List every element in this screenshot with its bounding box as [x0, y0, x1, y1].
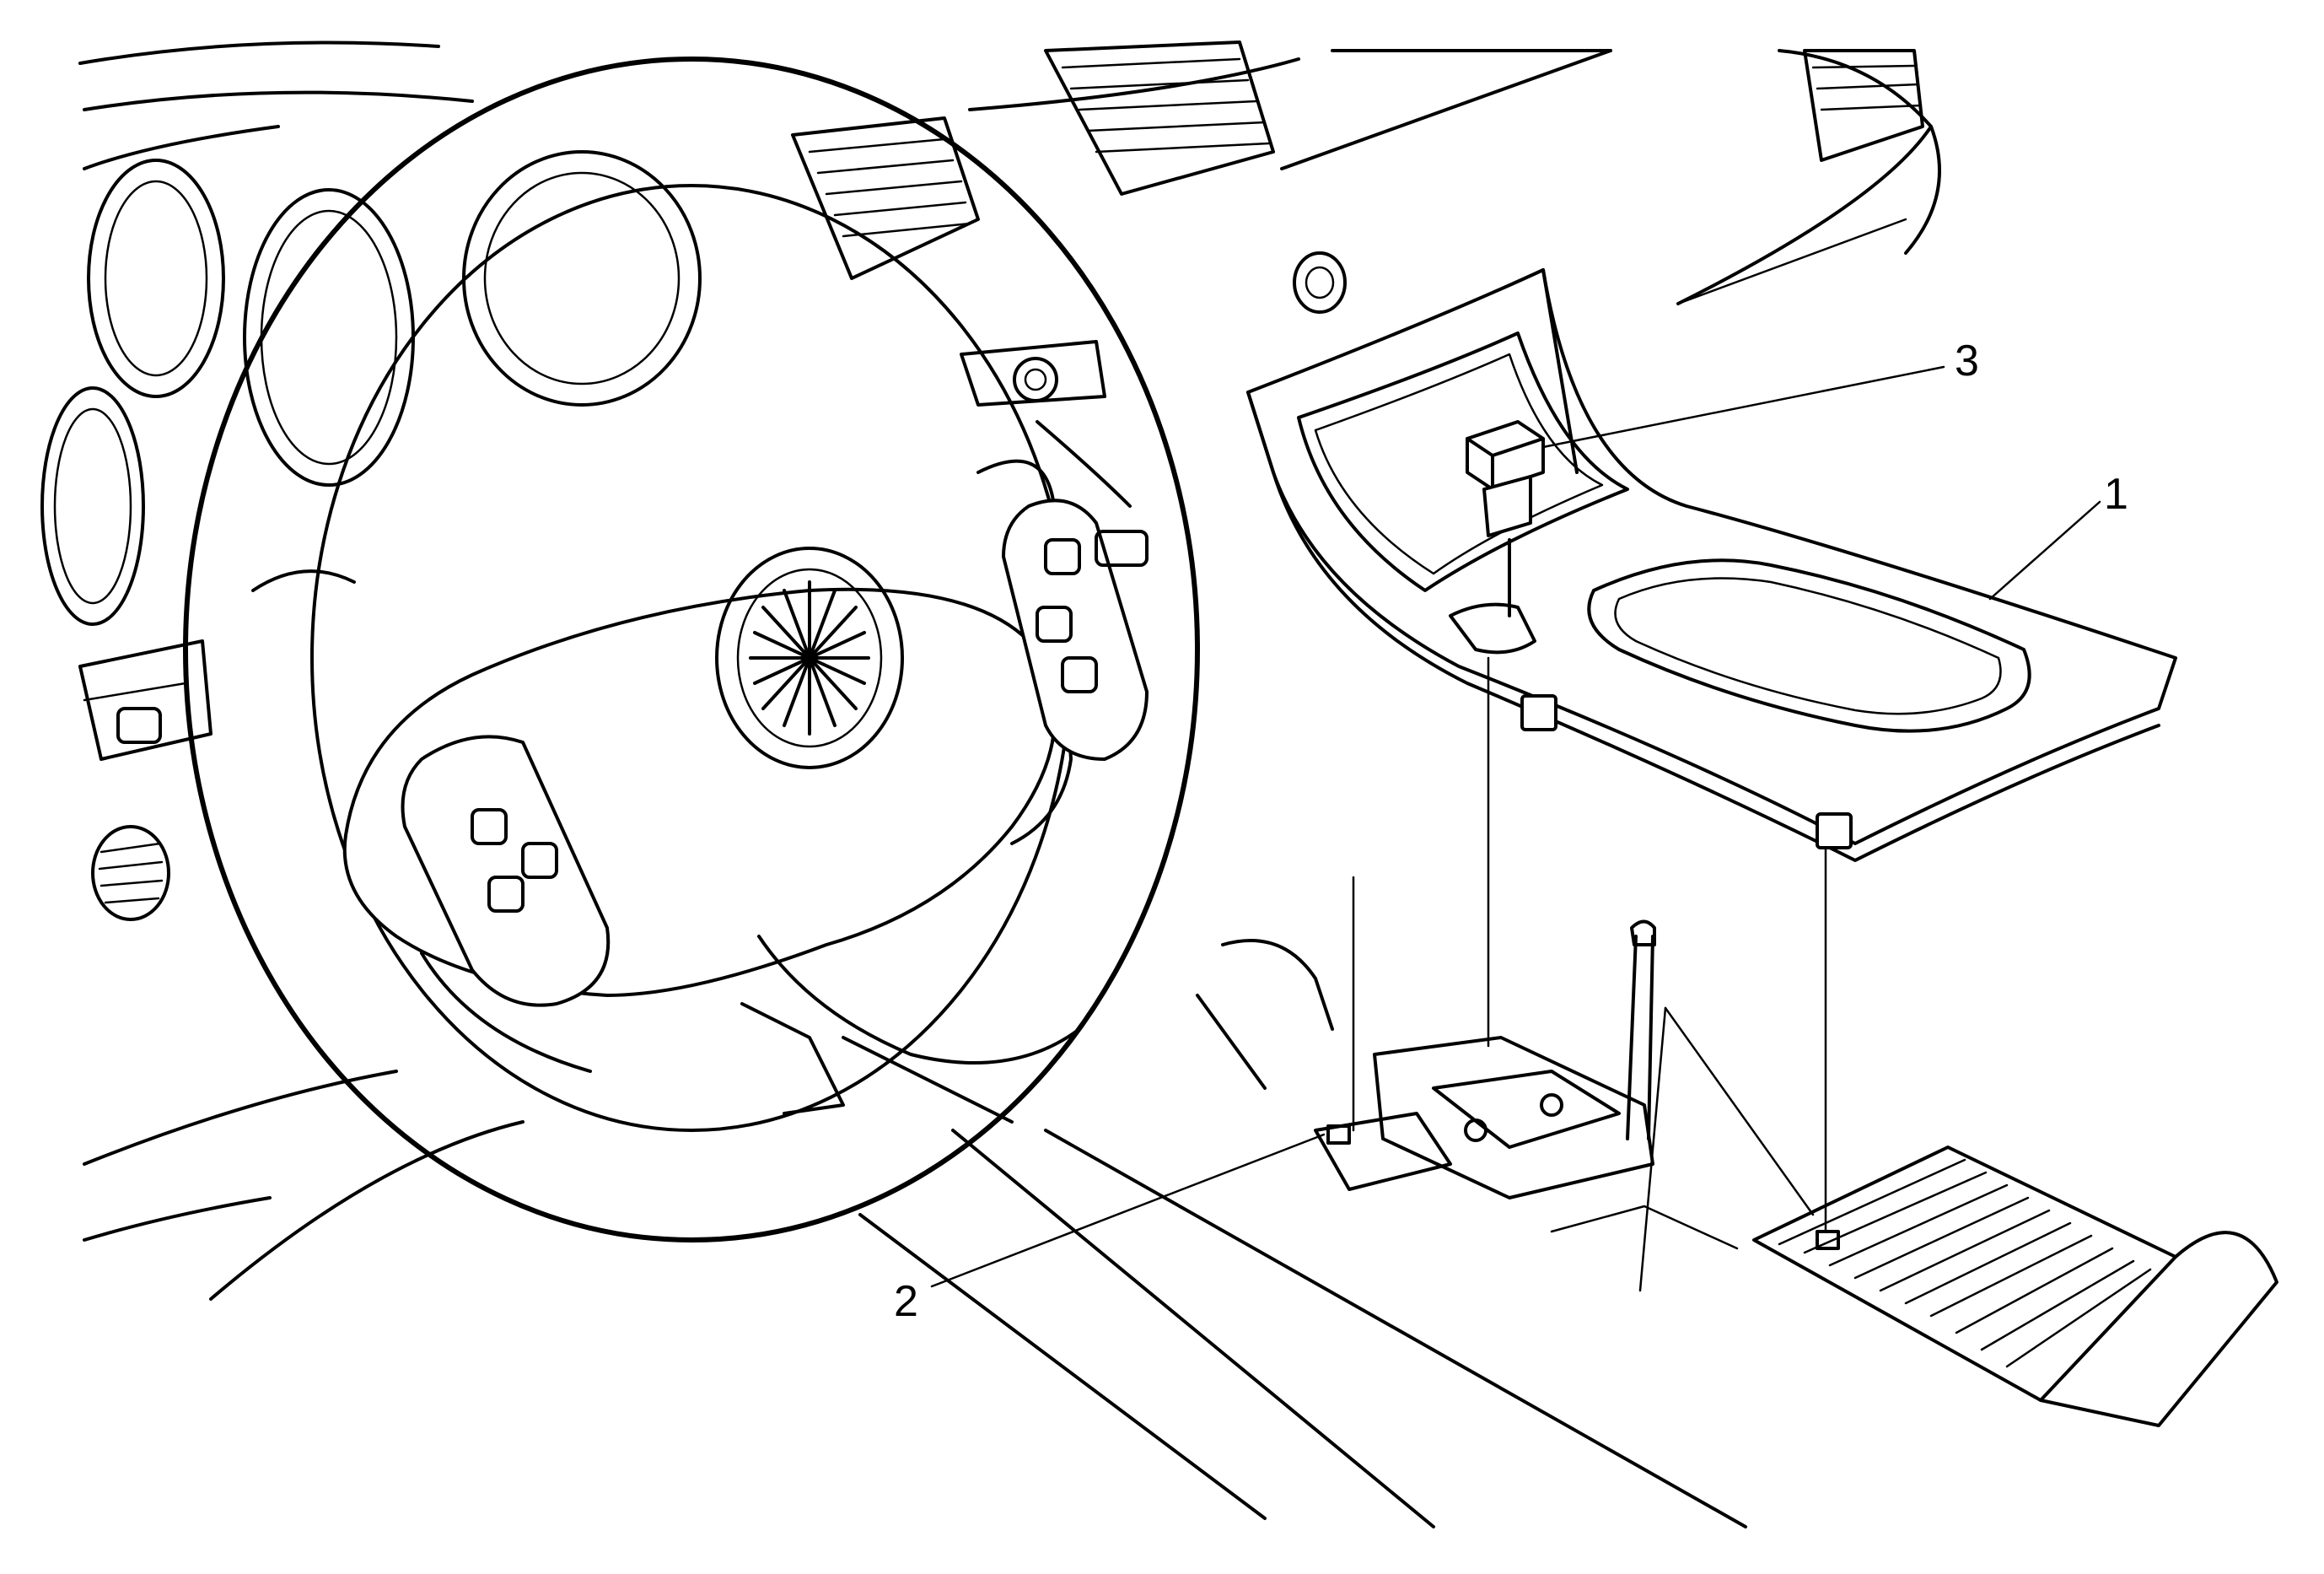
console-trim-plate [1246, 268, 2177, 862]
retainer-clip [1816, 812, 1853, 849]
airbag-emblem [715, 547, 904, 769]
callout-number-2: 2 [894, 1277, 918, 1326]
right-steering-wheel-controls [1002, 499, 1149, 761]
floor-console-bracket [1196, 919, 2278, 1427]
mount-hole [1816, 1230, 1840, 1250]
instrument-cluster [40, 150, 702, 626]
gear-shift-lever [1626, 919, 1656, 1140]
steering-wheel [183, 57, 1200, 1242]
left-steering-wheel-controls [401, 735, 611, 1007]
ribbed-floor-cover [1752, 1145, 2278, 1427]
callout-leader-1 [1988, 500, 2101, 601]
mount-hole [1326, 1124, 1351, 1145]
ignition-switch [960, 251, 1347, 407]
callout-number-3: 3 [1955, 337, 1979, 385]
turn-signal-stalk [78, 639, 212, 761]
callout-number-1: 1 [2104, 470, 2128, 519]
callout-leader-3 [1541, 365, 1945, 449]
retainer-clip [1520, 694, 1557, 731]
console-switch [1466, 420, 1545, 617]
center-air-vents [91, 40, 1924, 921]
callout-leader-2 [930, 1133, 1326, 1288]
alignment-lines [1352, 656, 1827, 1292]
